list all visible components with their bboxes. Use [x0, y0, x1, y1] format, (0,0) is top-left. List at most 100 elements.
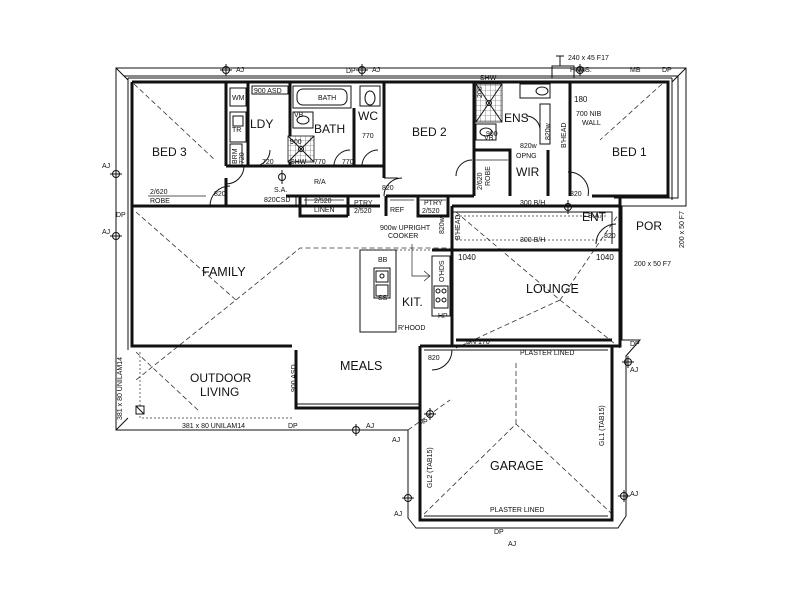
label-aj: AJ — [372, 67, 380, 74]
label-pantry2-2: 2/520 — [422, 208, 440, 215]
label-door-720: 720 — [262, 159, 274, 166]
label-plaster-top: PLASTER LINED — [520, 350, 574, 357]
label-wm: WM — [232, 95, 245, 102]
label-cooker-2: COOKER — [388, 233, 418, 240]
label-aj-garage-right: AJ — [630, 491, 638, 498]
label-door-820-bed1: 820 — [570, 191, 582, 198]
label-opening: OPNG — [516, 153, 537, 160]
label-door-770c: 770 — [362, 133, 374, 140]
annotations: AJ DP AJ 240 x 45 F17 H.W.S. MB DP AJ DP… — [102, 55, 686, 548]
room-outdoor-2: LIVING — [200, 385, 239, 399]
label-rangehood: R'HOOD — [398, 325, 425, 332]
room-ent: ENT — [582, 210, 607, 224]
label-dp-right: DP — [630, 341, 640, 348]
label-180: 180 — [574, 95, 588, 104]
room-wc: WC — [358, 109, 378, 123]
exterior-walls — [130, 80, 670, 522]
label-200: 200 — [477, 86, 484, 98]
label-hp: HP — [438, 313, 448, 320]
room-bed2: BED 2 — [412, 125, 447, 139]
door-swings — [209, 115, 617, 371]
label-gl1: GL1 (TAB15) — [599, 405, 606, 446]
label-door-820-meals: 820 — [428, 355, 440, 362]
label-robe-bed3-1: 2/620 — [150, 189, 168, 196]
roof-hip-lines — [133, 83, 663, 515]
label-unilam-horizontal: 381 x 80 UNILAM14 — [182, 423, 245, 430]
aj-markers — [110, 64, 634, 504]
label-tr: TR — [232, 127, 241, 134]
label-overheads: O'HDS — [439, 260, 446, 282]
label-step-down: DN 170 — [466, 339, 490, 346]
laundry-fixtures — [229, 85, 289, 167]
label-asd-900: 900 ASD — [254, 88, 282, 95]
label-cooker-1: 900w UPRIGHT — [380, 225, 431, 232]
label-pantry2-1: PTRY — [424, 200, 443, 207]
label-unilam-vertical: 381 x 80 UNILAM14 — [117, 357, 124, 420]
room-family: FAMILY — [202, 265, 246, 279]
label-bhead-kitchen: B'HEAD — [455, 215, 462, 240]
label-aj-right: AJ — [630, 367, 638, 374]
room-outdoor-1: OUTDOOR — [190, 371, 252, 385]
room-por: POR — [636, 219, 662, 233]
cupboard-details — [148, 159, 508, 201]
label-asd-900-meals: 900 ASD — [291, 364, 298, 392]
room-wir: WIR — [516, 165, 540, 179]
label-1040-a: 1040 — [458, 253, 476, 262]
label-shower-ens: SHW — [480, 75, 497, 82]
label-brm-width: 720 — [239, 152, 246, 164]
label-dp-garage-bottom: DP — [494, 529, 504, 536]
label-mb: MB — [630, 67, 641, 74]
label-aj: AJ — [102, 163, 110, 170]
room-garage: GARAGE — [490, 459, 544, 473]
roof-outline — [115, 67, 687, 529]
label-bulkhead-2: 300 B/H — [520, 237, 545, 244]
label-bb: BB — [378, 257, 388, 264]
label-robe-wir-2: ROBE — [485, 166, 492, 186]
label-pantry1-1: PTRY — [354, 200, 373, 207]
label-door-820-ent: 820 — [604, 233, 616, 240]
label-820w-ens: 820w — [520, 143, 538, 150]
label-return-air: R/A — [314, 179, 326, 186]
posts — [135, 195, 307, 415]
label-dp-garage: DP — [418, 419, 428, 426]
label-dp: DP — [346, 68, 356, 75]
label-aj: AJ — [236, 67, 244, 74]
smoke-alarms — [278, 170, 572, 214]
label-brm: BRM — [232, 148, 239, 164]
kitchen-fixtures — [359, 244, 451, 333]
room-ldy: LDY — [250, 117, 273, 131]
label-aj-garage-left: AJ — [394, 511, 402, 518]
label-hws: H.W.S. — [570, 67, 592, 74]
label-post-1: 200 x 50 F7 — [679, 211, 686, 248]
label-plaster-bottom: PLASTER LINED — [490, 507, 544, 514]
label-ss: SS — [378, 295, 388, 302]
ensuite-fixtures — [475, 83, 551, 145]
room-ens: ENS — [504, 111, 529, 125]
bath-fixtures — [287, 85, 352, 163]
label-vb-ens: VB — [484, 135, 494, 142]
label-aj-bottom: AJ — [366, 423, 374, 430]
label-robe-wir-1: 2/620 — [477, 172, 484, 190]
label-bath-fixture: BATH — [318, 95, 336, 102]
room-bath: BATH — [314, 122, 345, 136]
label-shower: SHW — [290, 159, 307, 166]
interior-walls — [132, 82, 620, 348]
label-1040-b: 1040 — [596, 253, 614, 262]
hws-unit — [551, 55, 575, 79]
room-meals: MEALS — [340, 359, 382, 373]
label-dp-bottom: DP — [288, 423, 298, 430]
label-shower-width: 900 — [290, 139, 302, 146]
label-aj: AJ — [102, 229, 110, 236]
label-pantry1-2: 2/520 — [354, 208, 372, 215]
label-door-770a: 770 — [314, 159, 326, 166]
label-linen-2: LINEN — [314, 207, 335, 214]
room-lounge: LOUNGE — [526, 282, 579, 296]
label-nib-wall-2: WALL — [582, 120, 601, 127]
room-bed3: BED 3 — [152, 145, 187, 159]
label-smoke-alarm: S.A. — [274, 187, 287, 194]
label-nib-wall-1: 700 NIB — [576, 111, 602, 118]
label-fridge: REF — [390, 207, 404, 214]
label-bhead-ens: B'HEAD — [561, 123, 568, 148]
label-robe-bed3-2: ROBE — [150, 198, 170, 205]
